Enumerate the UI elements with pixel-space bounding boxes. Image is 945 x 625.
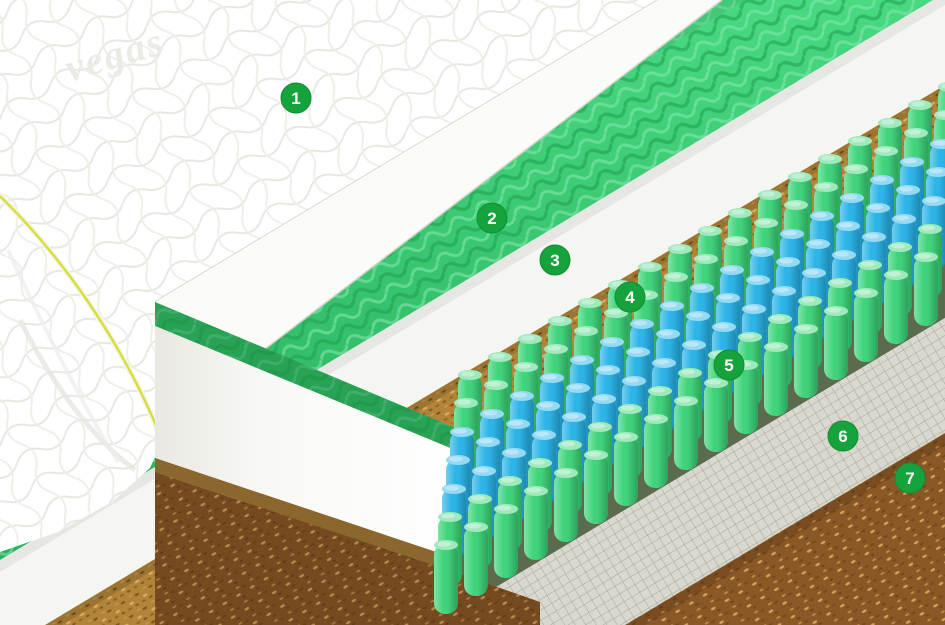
layer-7-base-texture [625, 433, 945, 625]
badge-circle [280, 82, 312, 114]
badge-number: 6 [838, 427, 847, 446]
layer-6-mesh-texture [433, 318, 945, 625]
coir-cut-shading [155, 458, 460, 574]
badge-number: 1 [291, 89, 300, 108]
badge-circle [539, 244, 571, 276]
wave-foam-cut-texture [155, 302, 460, 452]
badge-circle [827, 420, 859, 452]
layer-badge-7-base: 7 [894, 462, 926, 494]
layer-badge-3-white-foam: 3 [539, 244, 571, 276]
white-foam-cut-face [155, 326, 460, 560]
zipper-line [0, 195, 160, 431]
layer-badge-1-quilted-cover: 1 [280, 82, 312, 114]
wave-foam-cut-shading [155, 302, 460, 452]
badge-number: 5 [724, 356, 733, 375]
coir-cut-face [155, 458, 460, 574]
layer-badge-6-mesh: 6 [827, 420, 859, 452]
drape-fold [17, 318, 137, 472]
cross-section-faces [155, 302, 540, 625]
badge-number: 7 [905, 469, 914, 488]
drape-fold-2 [6, 249, 120, 464]
badge-circle [476, 202, 508, 234]
layer-badges: 1 2 3 4 5 6 7 [280, 82, 926, 494]
badge-circle [614, 281, 646, 313]
badge-circle [894, 462, 926, 494]
mesh-shadow-on-base [625, 433, 945, 625]
cover-underside-lip [155, 0, 722, 420]
badge-number: 4 [625, 288, 635, 307]
badge-circle [713, 349, 745, 381]
badge-number: 2 [487, 209, 496, 228]
layer-badge-4-coir: 4 [614, 281, 646, 313]
layer-badge-5-pocket-springs: 5 [713, 349, 745, 381]
badge-number: 3 [550, 251, 559, 270]
layer-badge-2-wave-foam: 2 [476, 202, 508, 234]
